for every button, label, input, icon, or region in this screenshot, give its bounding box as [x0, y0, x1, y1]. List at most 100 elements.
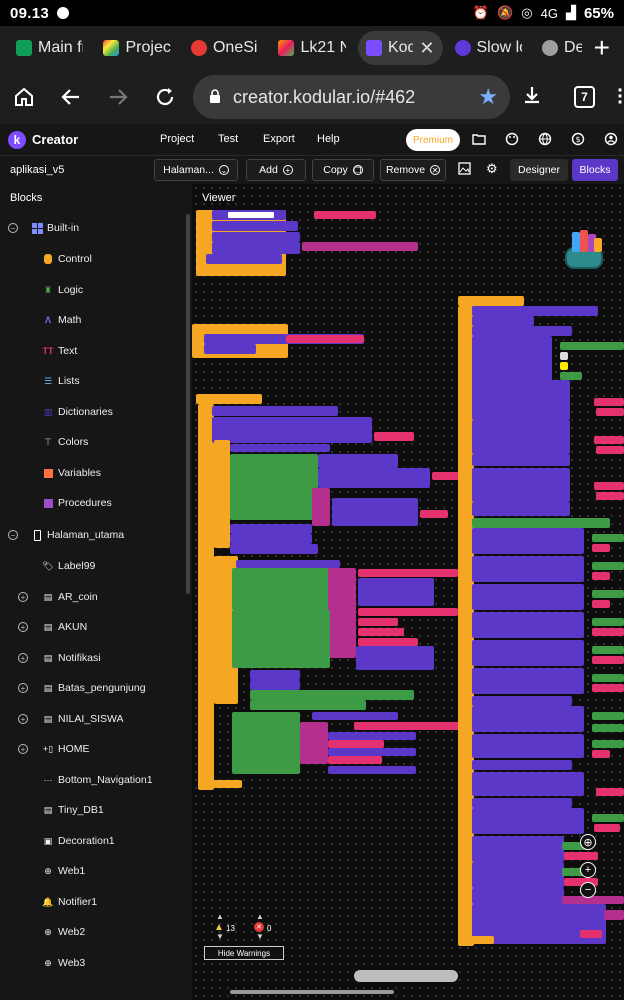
values-text-block[interactable]: [564, 852, 598, 860]
add-component-to-view-block[interactable]: [472, 640, 584, 666]
warning-up-arrow-icon[interactable]: ▲: [216, 912, 224, 921]
component-block[interactable]: [592, 562, 624, 570]
sidebar-item-control[interactable]: Control: [0, 244, 186, 274]
zoom-out-icon[interactable]: −: [580, 882, 596, 898]
copy-screen-button[interactable]: Copy❐: [312, 159, 374, 181]
color-swatch[interactable]: [560, 352, 568, 360]
view-pager-add-comp-block[interactable]: [472, 696, 572, 706]
title-text-block[interactable]: [594, 482, 624, 490]
tinydb-get-block[interactable]: [318, 454, 398, 468]
nav-export[interactable]: Export: [263, 133, 295, 145]
tag-text-block[interactable]: [432, 472, 482, 480]
join-block[interactable]: [328, 568, 356, 658]
component-block[interactable]: [592, 618, 624, 626]
tab-name-text-block[interactable]: [592, 656, 624, 664]
component-block[interactable]: [592, 740, 624, 748]
set-web-url-block[interactable]: [204, 334, 364, 344]
title-text-block[interactable]: [594, 398, 624, 406]
component-block[interactable]: [560, 342, 624, 350]
sidebar-item-ar-coin[interactable]: +▤AR_coin: [0, 582, 186, 612]
sidebar-item-bottom-navigation1[interactable]: ···Bottom_Navigation1: [0, 765, 186, 795]
set-web-url-block[interactable]: [232, 568, 330, 610]
browser-tab-1[interactable]: Project: [95, 31, 178, 65]
if-block[interactable]: [214, 440, 230, 548]
call-block[interactable]: [212, 232, 300, 242]
forward-arrow-icon[interactable]: [95, 73, 142, 121]
expand-icon[interactable]: +: [18, 653, 28, 663]
component-block[interactable]: [562, 842, 590, 850]
set-label-group-block[interactable]: [232, 712, 300, 774]
value-text-block[interactable]: [374, 432, 414, 441]
set-label-block-group[interactable]: [230, 454, 318, 520]
url-text-block[interactable]: [286, 335, 364, 343]
add-component-to-view-block[interactable]: [472, 612, 584, 638]
sidebar-item-nilai-siswa[interactable]: +▤NILAI_SISWA: [0, 704, 186, 734]
expand-icon[interactable]: +: [18, 592, 28, 602]
join-block[interactable]: [312, 488, 330, 526]
compare-texts-block[interactable]: [230, 444, 330, 452]
close-tab-icon[interactable]: ✕: [419, 37, 435, 58]
add-component-to-view-block[interactable]: [472, 556, 584, 582]
sidebar-scrollbar[interactable]: [186, 214, 190, 594]
browser-tab-5[interactable]: Slow lo: [447, 31, 530, 65]
bookmark-star-icon[interactable]: ★: [478, 84, 499, 109]
tinydb-get-block[interactable]: [312, 712, 398, 720]
tab-name-text-block[interactable]: [592, 684, 624, 692]
dollar-icon[interactable]: $: [569, 130, 587, 148]
reload-icon[interactable]: [142, 73, 189, 121]
set-clock-enabled-block[interactable]: [472, 306, 598, 316]
decoration-set-margin-block[interactable]: [472, 862, 564, 888]
tinydb-get-block[interactable]: [332, 498, 418, 526]
remove-screen-button[interactable]: Remove✕: [380, 159, 446, 181]
call-initialize-block[interactable]: [472, 316, 534, 326]
call-web2-get-block[interactable]: [250, 680, 300, 690]
add-component-to-view-block[interactable]: [472, 772, 584, 796]
sidebar-item-procedures[interactable]: Procedures: [0, 488, 186, 518]
component-block[interactable]: [592, 674, 624, 682]
view-pager-add-comp-block[interactable]: [472, 760, 572, 770]
call-web-get-block[interactable]: [204, 344, 256, 354]
view-pager-add-comp-block[interactable]: [472, 798, 572, 808]
banner-size-block[interactable]: [562, 896, 624, 904]
nav-project[interactable]: Project: [160, 133, 195, 145]
admob-load-ad-block[interactable]: [472, 888, 564, 904]
tab-name-text-block[interactable]: [592, 600, 610, 608]
error-down-arrow-icon[interactable]: ▼: [256, 932, 264, 941]
hide-warnings-button[interactable]: Hide Warnings: [204, 946, 284, 960]
image-text-block[interactable]: [596, 408, 624, 416]
set-visible-block[interactable]: [250, 700, 366, 710]
sidebar-item-label99[interactable]: 🏷Label99: [0, 551, 186, 581]
tab-name-text-block[interactable]: [594, 824, 620, 832]
title-text-block[interactable]: [594, 436, 624, 444]
image-text-block[interactable]: [596, 492, 624, 500]
param-text-block[interactable]: [358, 628, 404, 636]
browser-tab-0[interactable]: Main fr: [8, 31, 91, 65]
download-icon[interactable]: [510, 85, 553, 110]
logic-true-block[interactable]: [560, 372, 582, 380]
set-input-text-block[interactable]: [250, 690, 414, 700]
nav-help[interactable]: Help: [317, 133, 340, 145]
tab-name-text-block[interactable]: [596, 788, 624, 796]
collapse-icon[interactable]: −: [8, 223, 18, 233]
sidebar-item-home[interactable]: ++▯HOME: [0, 734, 186, 764]
set-label-text-block[interactable]: [472, 326, 572, 336]
tinydb-get-block[interactable]: [328, 732, 416, 740]
palette-icon[interactable]: [503, 130, 521, 148]
expand-icon[interactable]: +: [18, 683, 28, 693]
sidebar-item-notifikasi[interactable]: +▤Notifikasi: [0, 643, 186, 673]
zoom-in-icon[interactable]: +: [580, 862, 596, 878]
bottom-nav-call-block[interactable]: [472, 454, 570, 466]
add-component-to-view-block[interactable]: [472, 808, 584, 834]
bottom-nav-add-item-block[interactable]: [472, 380, 570, 420]
bottom-nav-select-item-block[interactable]: [472, 502, 570, 516]
sidebar-item-dictionaries[interactable]: ▥Dictionaries: [0, 397, 186, 427]
values-text-block[interactable]: [564, 878, 598, 886]
warning-down-arrow-icon[interactable]: ▼: [216, 932, 224, 941]
tinydb-get-block[interactable]: [358, 578, 434, 606]
add-component-to-view-block[interactable]: [472, 734, 584, 758]
event-clock3-timer[interactable]: [458, 296, 524, 306]
premium-button[interactable]: Premium: [406, 129, 460, 151]
setter-block[interactable]: [212, 221, 298, 231]
banner-size-block[interactable]: [302, 242, 418, 251]
